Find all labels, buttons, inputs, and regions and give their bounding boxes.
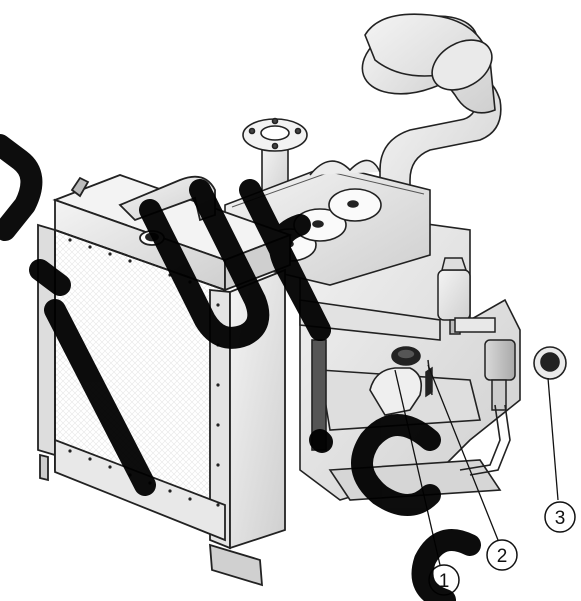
callout-3: 3	[544, 501, 576, 533]
oil-filter	[437, 257, 516, 411]
leader-line-2	[427, 364, 499, 541]
callout-number: 1	[439, 571, 450, 592]
callout-number: 2	[497, 546, 508, 567]
callout-2: 2	[486, 539, 518, 571]
leader-line-3	[547, 377, 559, 501]
leader-line-1	[394, 369, 441, 566]
callout-leaders	[394, 364, 559, 566]
drain-plug	[533, 346, 567, 380]
callout-number: 3	[555, 508, 566, 529]
watermark	[0, 134, 481, 601]
air-intake-pipe	[361, 13, 502, 252]
fill-cap	[369, 346, 423, 416]
coolant-hose	[459, 404, 511, 476]
